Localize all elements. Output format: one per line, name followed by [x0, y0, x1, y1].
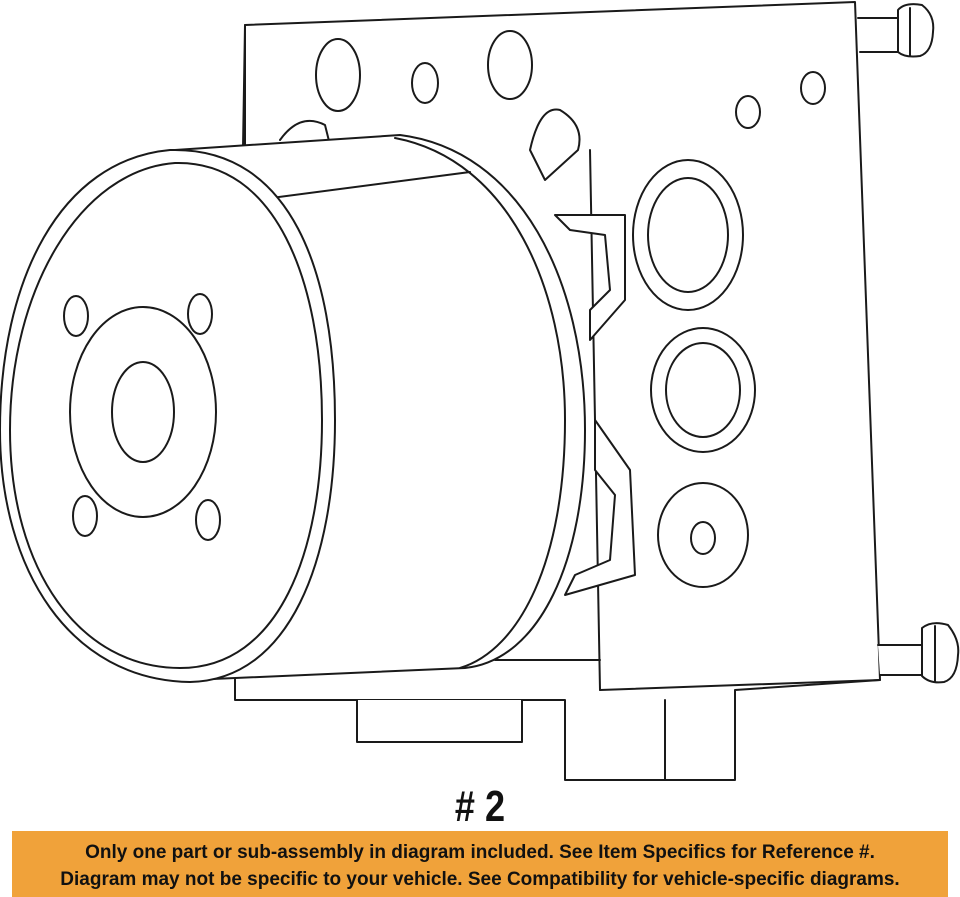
notice-banner: Only one part or sub-assembly in diagram…: [12, 831, 948, 897]
abs-module-line-drawing: [0, 1, 960, 781]
notice-line-1: Only one part or sub-assembly in diagram…: [85, 842, 875, 863]
mounting-bolt-top: [857, 3, 935, 58]
motor-clamp-upper: [554, 214, 626, 341]
hydraulic-fittings: [632, 159, 756, 588]
valve-body-ports: [279, 30, 826, 181]
notice-line-2: Diagram may not be specific to your vehi…: [60, 869, 900, 890]
mounting-bolt-bottom: [877, 622, 960, 684]
lower-bracket: [356, 659, 666, 781]
pump-motor: [0, 134, 586, 683]
motor-clamp-lower: [564, 419, 636, 596]
part-reference-label: # 2: [454, 782, 506, 831]
